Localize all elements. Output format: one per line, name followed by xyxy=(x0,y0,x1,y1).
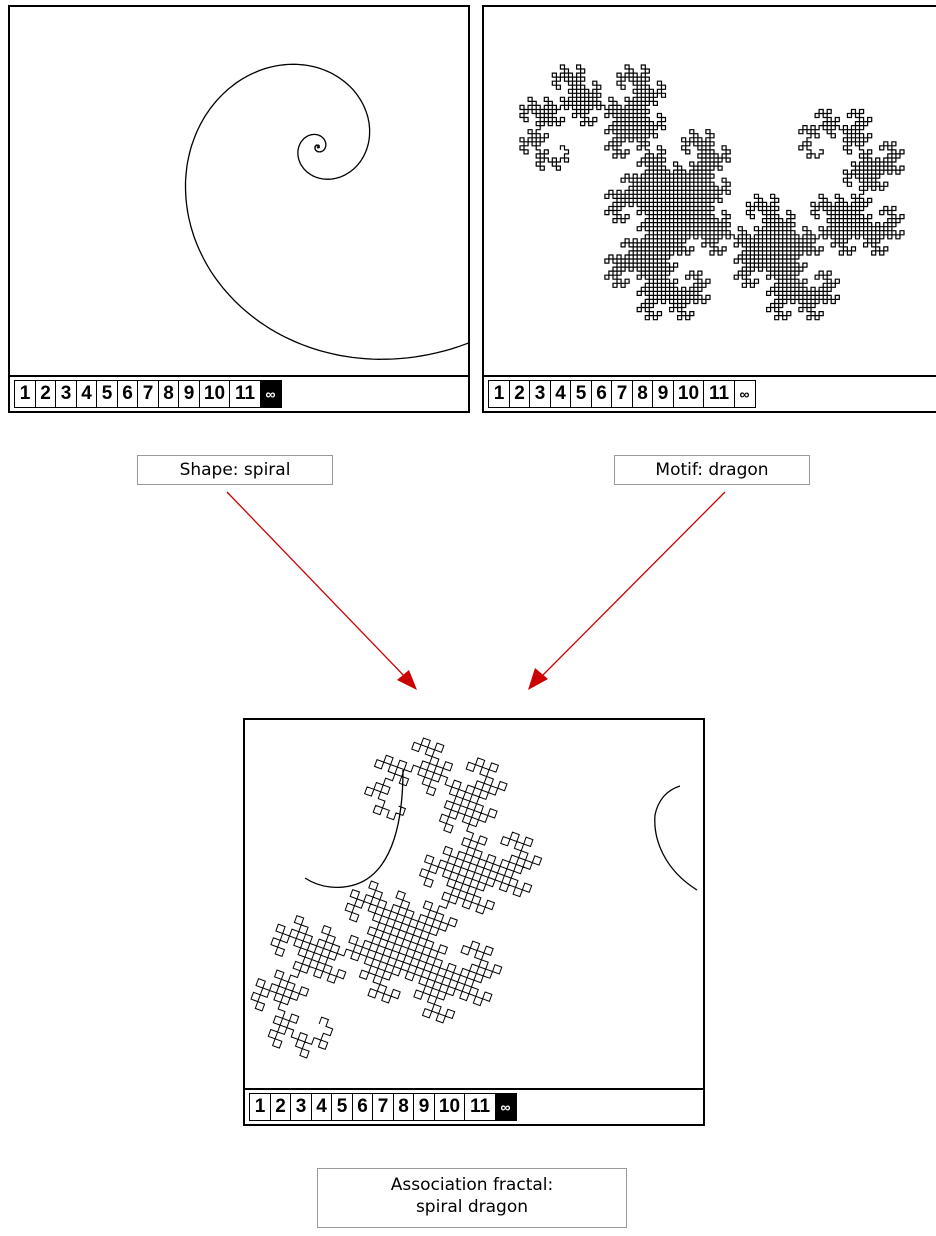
level-tab-6[interactable]: 6 xyxy=(116,380,139,408)
dragon-canvas xyxy=(519,64,905,321)
level-tab-5[interactable]: 5 xyxy=(96,380,118,408)
level-tab-7[interactable]: 7 xyxy=(372,1093,394,1121)
level-tab-11[interactable]: 11 xyxy=(703,380,735,408)
level-tab-1[interactable]: 1 xyxy=(249,1093,271,1121)
level-tab-11[interactable]: 11 xyxy=(229,380,261,408)
result-dragon-curve xyxy=(250,737,543,1059)
result-spiral-curve xyxy=(304,769,404,889)
level-tab-2[interactable]: 2 xyxy=(269,1093,292,1121)
level-tab-5[interactable]: 5 xyxy=(331,1093,353,1121)
level-tab-infinity[interactable]: ∞ xyxy=(494,1093,517,1121)
shape-label: Shape: spiral xyxy=(137,455,333,485)
level-tab-2[interactable]: 2 xyxy=(508,380,531,408)
level-tab-11[interactable]: 11 xyxy=(464,1093,496,1121)
shape-label-text: Shape: spiral xyxy=(179,460,291,480)
arrowhead-motif xyxy=(528,668,548,690)
result-label-line2: spiral dragon xyxy=(415,1197,529,1217)
level-tab-1[interactable]: 1 xyxy=(14,380,36,408)
level-tab-10[interactable]: 10 xyxy=(198,380,231,408)
level-tab-infinity[interactable]: ∞ xyxy=(259,380,282,408)
result-label-line1: Association fractal: xyxy=(390,1175,554,1195)
result-arc-curve xyxy=(654,785,698,891)
level-tab-9[interactable]: 9 xyxy=(413,1093,435,1121)
level-tab-7[interactable]: 7 xyxy=(137,380,159,408)
level-tab-8[interactable]: 8 xyxy=(631,380,654,408)
level-tab-10[interactable]: 10 xyxy=(672,380,705,408)
level-tab-9[interactable]: 9 xyxy=(652,380,674,408)
level-tab-4[interactable]: 4 xyxy=(75,380,98,408)
motif-label: Motif: dragon xyxy=(614,455,810,485)
result-label: Association fractal: spiral dragon xyxy=(317,1168,627,1228)
spiral-canvas xyxy=(184,63,468,360)
level-tab-4[interactable]: 4 xyxy=(549,380,572,408)
arrow-shape-to-result xyxy=(226,491,409,681)
motif-label-text: Motif: dragon xyxy=(655,460,769,480)
level-tab-7[interactable]: 7 xyxy=(611,380,633,408)
spiral-curve xyxy=(184,63,468,360)
level-tab-9[interactable]: 9 xyxy=(178,380,200,408)
level-tab-6[interactable]: 6 xyxy=(590,380,613,408)
level-tab-3[interactable]: 3 xyxy=(290,1093,312,1121)
level-tab-1[interactable]: 1 xyxy=(488,380,510,408)
level-tab-2[interactable]: 2 xyxy=(34,380,57,408)
level-tab-4[interactable]: 4 xyxy=(310,1093,333,1121)
level-tab-10[interactable]: 10 xyxy=(433,1093,466,1121)
spiral-dragon-canvas xyxy=(250,737,698,1059)
level-tab-5[interactable]: 5 xyxy=(570,380,592,408)
level-tab-infinity[interactable]: ∞ xyxy=(733,380,756,408)
arrow-motif-to-result xyxy=(537,491,726,681)
level-tab-3[interactable]: 3 xyxy=(55,380,77,408)
dragon-curve xyxy=(519,64,905,321)
level-tab-3[interactable]: 3 xyxy=(529,380,551,408)
level-tab-8[interactable]: 8 xyxy=(157,380,180,408)
level-tab-6[interactable]: 6 xyxy=(351,1093,374,1121)
arrowhead-shape xyxy=(397,670,417,690)
level-tab-8[interactable]: 8 xyxy=(392,1093,415,1121)
